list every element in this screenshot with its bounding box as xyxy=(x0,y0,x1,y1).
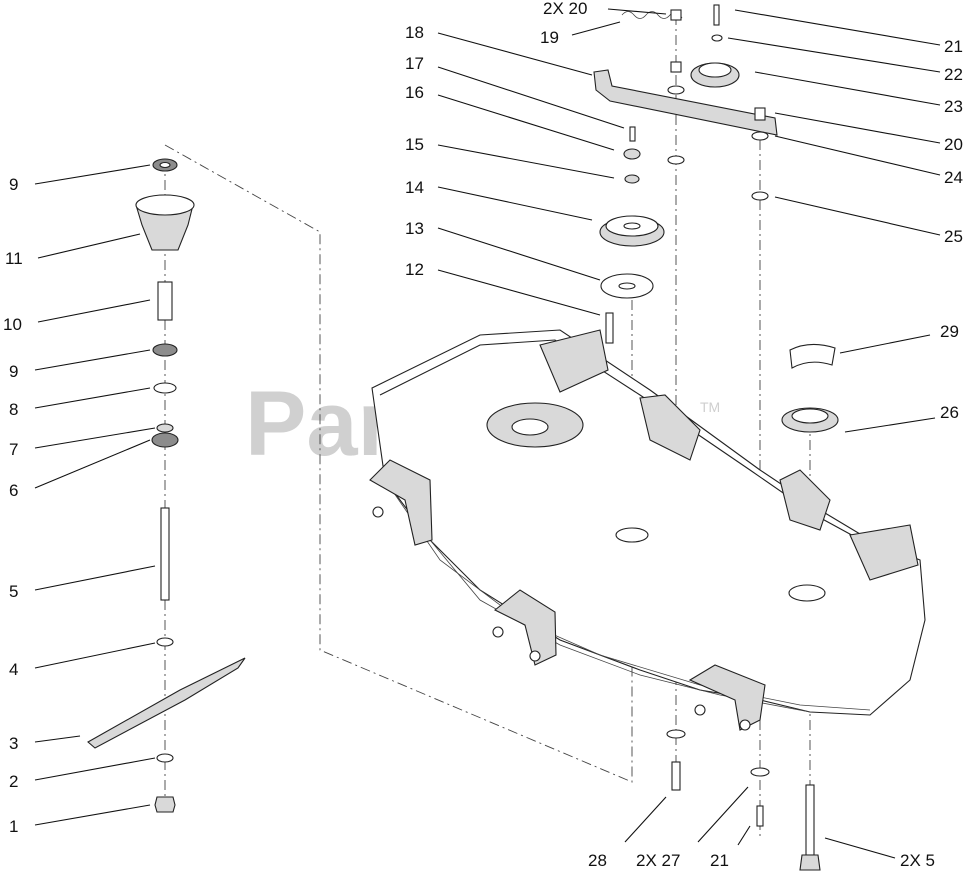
callouts: 9 11 10 9 8 7 6 5 4 3 2 1 12 13 14 15 16… xyxy=(3,0,963,870)
seal xyxy=(156,423,174,433)
callout-12: 12 xyxy=(405,260,424,279)
leader-lines xyxy=(34,8,941,859)
callout-4: 4 xyxy=(9,660,18,679)
callout-1: 1 xyxy=(9,817,18,836)
callout-2x27: 2X 27 xyxy=(636,851,680,870)
callout-18: 18 xyxy=(405,23,424,42)
pulley-assembly xyxy=(593,4,839,871)
callout-2: 2 xyxy=(9,772,18,791)
callout-11: 11 xyxy=(5,249,23,268)
spindle-shaft-5b xyxy=(805,784,815,856)
callout-3: 3 xyxy=(9,734,18,753)
callout-5: 5 xyxy=(9,582,18,601)
callout-21-bottom: 21 xyxy=(710,851,729,870)
bushing-15 xyxy=(624,174,640,184)
bolt-21b xyxy=(756,805,764,827)
callout-2x20: 2X 20 xyxy=(543,0,587,18)
spacer-20c xyxy=(754,107,766,121)
callout-15: 15 xyxy=(405,135,424,154)
washer-22 xyxy=(711,34,723,42)
callout-8: 8 xyxy=(9,400,18,419)
callout-23: 23 xyxy=(944,97,963,116)
callout-29: 29 xyxy=(940,322,959,341)
bearing-lower xyxy=(152,343,178,357)
blade xyxy=(87,657,246,749)
washer-27a xyxy=(666,729,686,739)
hex-nut xyxy=(154,796,176,813)
idler-arm xyxy=(593,69,778,136)
spindle-spacer xyxy=(157,281,173,321)
bolt-28 xyxy=(671,761,681,791)
callout-7: 7 xyxy=(9,440,18,459)
watermark-trademark: TM xyxy=(700,399,720,415)
callout-21-top: 21 xyxy=(944,37,963,56)
callout-6: 6 xyxy=(9,481,18,500)
bolt-21 xyxy=(713,4,720,26)
belt-guard-29 xyxy=(789,343,836,369)
callout-24: 24 xyxy=(944,168,963,187)
spacer-20b xyxy=(670,61,682,73)
callout-2x5: 2X 5 xyxy=(900,851,935,870)
washer-25 xyxy=(751,191,769,201)
spacer-20a xyxy=(670,9,682,21)
callout-20: 20 xyxy=(944,135,963,154)
callout-13: 13 xyxy=(405,219,424,238)
mower-deck xyxy=(369,329,926,731)
washer-4 xyxy=(156,637,174,647)
washer-center-2 xyxy=(667,155,685,165)
callout-14: 14 xyxy=(405,178,424,197)
washer-center xyxy=(667,85,685,95)
callout-22: 22 xyxy=(944,65,963,84)
washer-27b xyxy=(750,767,770,777)
callout-9-lower: 9 xyxy=(9,362,18,381)
washer-2 xyxy=(156,753,174,763)
snap-ring xyxy=(153,382,177,394)
callout-28: 28 xyxy=(588,851,607,870)
nut-16 xyxy=(623,148,641,160)
callout-25: 25 xyxy=(944,227,963,246)
callout-26: 26 xyxy=(940,403,959,422)
bolt-12 xyxy=(605,312,614,344)
callout-10: 10 xyxy=(3,315,22,334)
seal-cup xyxy=(151,432,179,448)
spindle-shaft xyxy=(160,507,170,601)
callout-9-top: 9 xyxy=(9,175,18,194)
callout-19: 19 xyxy=(540,28,559,47)
bolt-17 xyxy=(629,126,636,142)
spindle-assembly xyxy=(87,158,246,813)
callout-17: 17 xyxy=(405,54,424,73)
washer-24 xyxy=(751,131,769,141)
callout-16: 16 xyxy=(405,83,424,102)
